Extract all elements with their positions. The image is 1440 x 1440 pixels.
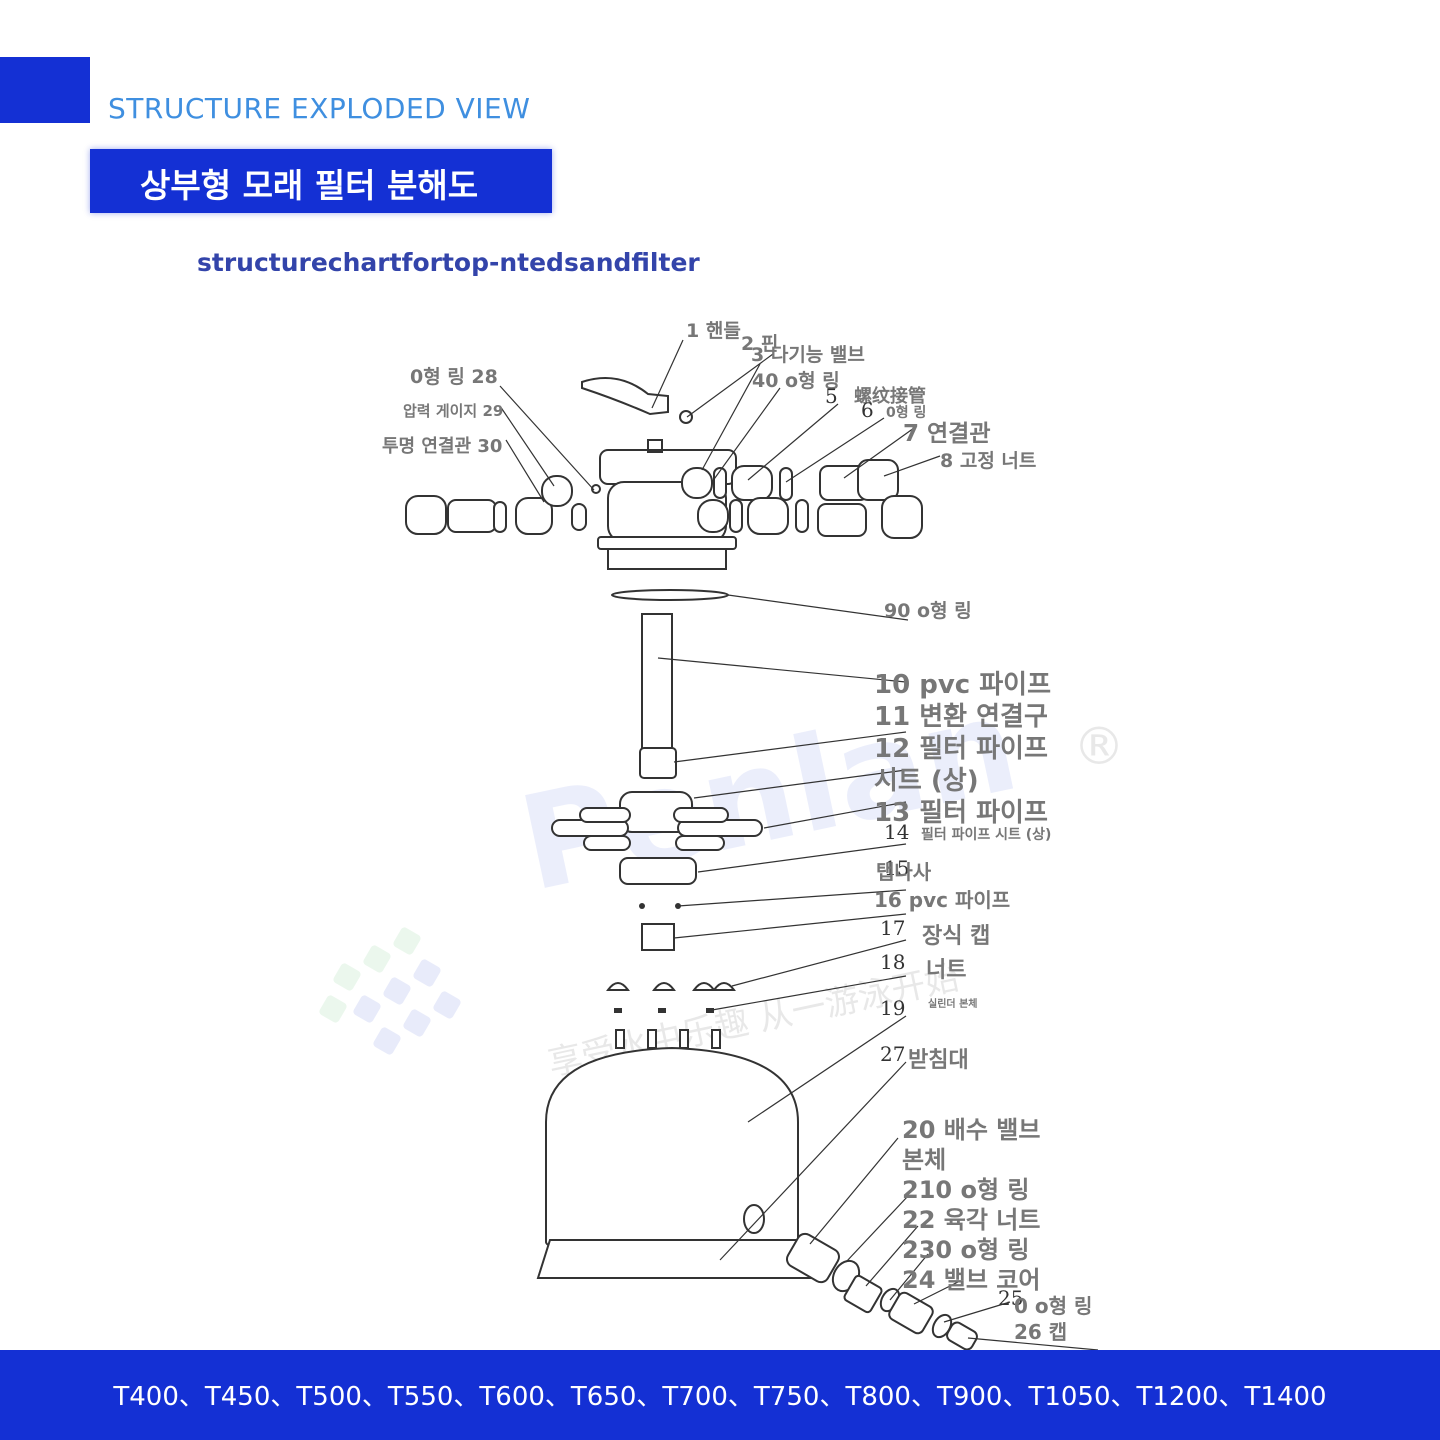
korean-title-banner: 상부형 모래 필터 분해도 (90, 149, 552, 213)
label-number-19: 19 (880, 996, 906, 1020)
label-number-18: 18 (880, 950, 906, 974)
label-fixing-nut: 8 고정 너트 (940, 450, 1037, 472)
nut-icon (614, 1008, 622, 1013)
adapter-icon (639, 747, 677, 779)
drain-cap-icon (946, 1321, 978, 1350)
label-number-5: 5 (825, 384, 838, 408)
label-clear-connector: 투명 연결관 30 (382, 436, 503, 457)
tapping-screw-icon (639, 903, 645, 909)
label-hex-nut: 22 육각 너트 (902, 1206, 1041, 1234)
valve-core-icon (888, 1291, 934, 1335)
corner-accent-block (0, 57, 90, 123)
watermark-registered-mark: ® (1073, 717, 1125, 777)
label-connector: 7 연결관 (903, 421, 991, 447)
clear-connector-icon (541, 475, 573, 507)
label-o-ring-28: 0형 링 28 (410, 366, 498, 388)
label-pvc-pipe-10: 10 pvc 파이프 (874, 670, 1052, 700)
pressure-gauge-icon (591, 484, 601, 494)
english-section-title: STRUCTURE EXPLODED VIEW (108, 92, 531, 125)
label-pvc-pipe-16: 16 pvc 파이프 (874, 888, 1011, 912)
label-valve-core: 24 밸브 코어 (902, 1266, 1041, 1294)
model-list: T400、T450、T500、T550、T600、T650、T700、T750、… (113, 1382, 1327, 1412)
drain-valve-icon (786, 1232, 840, 1284)
label-o-ring-21: 210 o형 링 (902, 1176, 1030, 1204)
label-o-ring-6: 0형 링 (886, 405, 927, 421)
label-cap-26: 26 캡 (1014, 1320, 1068, 1344)
pin-icon (679, 410, 693, 424)
label-o-ring-90: 90 o형 링 (884, 600, 972, 622)
label-drain-valve: 20 배수 밸브 (902, 1116, 1041, 1144)
label-filter-pipe-12: 12 필터 파이프 (874, 734, 1048, 764)
fixing-nut-icon (857, 459, 899, 501)
label-base-stand: 받침대 (908, 1048, 969, 1073)
footer-bar: T400、T450、T500、T550、T600、T650、T700、T750、… (0, 1350, 1440, 1440)
label-number-25: 25 (998, 1286, 1024, 1310)
pvc-pipe-icon (641, 613, 673, 753)
label-seat-upper: 시트 (상) (874, 766, 979, 796)
label-multiport-valve: 3 다기능 밸브 (751, 344, 865, 366)
exploded-diagram: Penlan ® 享受水中乐趣 从一游泳开始 (318, 292, 1128, 1350)
korean-title: 상부형 모래 필터 분해도 (140, 166, 479, 205)
short-pvc-pipe-icon (641, 923, 675, 951)
connector-icon (681, 467, 713, 499)
label-filter-pipe-seat-upper: 필터 파이프 시트 (상) (921, 827, 1052, 843)
label-drain-valve-body: 본체 (902, 1146, 947, 1174)
diagram-subtitle: structurechartfortop-ntedsandfilter (197, 248, 700, 277)
label-number-15: 15 (884, 856, 910, 880)
label-pin: 2 핀 (741, 333, 779, 355)
watermark-logo-icon (319, 927, 461, 1055)
label-threaded-pipe: 螺纹接管 (854, 386, 926, 407)
label-number-27: 27 (880, 1042, 906, 1066)
label-number-14: 14 (884, 820, 910, 844)
label-o-ring-25: 0 o형 링 (1014, 1294, 1093, 1318)
label-tapping-screw: 탭나사 (876, 860, 932, 884)
handle-icon (581, 377, 669, 416)
decorative-cap-icon (606, 982, 630, 991)
label-number-17: 17 (880, 916, 906, 940)
diagram-drawing (405, 339, 1099, 1350)
label-adapter: 11 변환 연결구 (874, 702, 1048, 732)
label-pressure-gauge: 압력 게이지 29 (403, 402, 504, 420)
label-cylinder-body: 실린더 본체 (928, 999, 978, 1010)
label-o-ring-40: 40 o형 링 (752, 370, 840, 392)
base-stand-icon (536, 1239, 816, 1279)
label-decorative-cap: 장식 캡 (922, 924, 991, 949)
label-number-6: 6 (861, 398, 874, 422)
label-o-ring-23: 230 o형 링 (902, 1236, 1030, 1264)
label-nut: 너트 (926, 958, 967, 983)
large-o-ring-icon (611, 589, 729, 601)
label-filter-pipe-13: 13 필터 파이프 (874, 798, 1048, 828)
label-handle: 1 핸들 (686, 320, 741, 342)
